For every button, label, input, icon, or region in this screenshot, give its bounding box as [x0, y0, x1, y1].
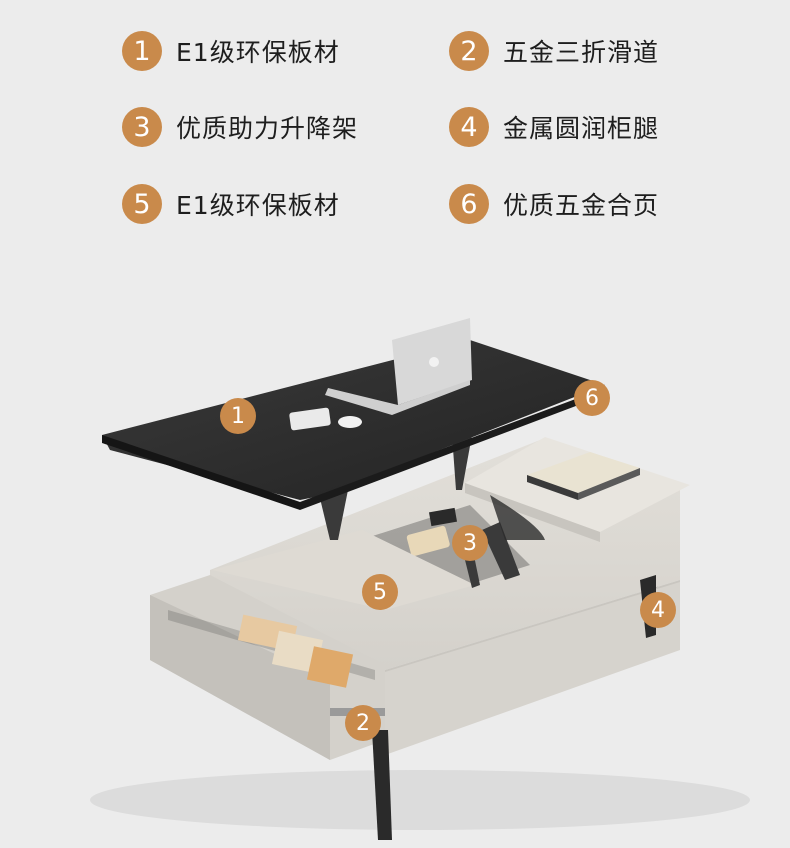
phone	[289, 407, 331, 431]
feature-item-5: 5 E1级环保板材	[122, 184, 340, 224]
product-illustration: 1 2 3 4 5 6	[0, 240, 790, 848]
feature-item-2: 2 五金三折滑道	[449, 31, 659, 71]
feature-label: 优质五金合页	[503, 191, 660, 220]
callout-2: 2	[345, 705, 381, 741]
drawer-item	[306, 646, 354, 688]
drawer-item	[271, 630, 324, 674]
feature-item-6: 6 优质五金合页	[449, 184, 659, 224]
callout-1: 1	[220, 398, 256, 434]
laptop-logo	[429, 357, 439, 367]
feature-number-badge: 4	[449, 107, 489, 147]
stored-item	[428, 507, 458, 527]
feature-item-3: 3 优质助力升降架	[122, 107, 358, 147]
callout-3: 3	[452, 525, 488, 561]
laptop-base	[325, 380, 470, 415]
feature-number-badge: 5	[122, 184, 162, 224]
feature-item-4: 4 金属圆润柜腿	[449, 107, 659, 147]
lid-hinge-shadow	[490, 495, 545, 540]
feature-number-badge: 6	[449, 184, 489, 224]
stored-item	[406, 525, 450, 557]
fixed-shelf-top	[212, 530, 475, 610]
lift-arm	[318, 490, 348, 540]
mouse	[338, 416, 362, 428]
callout-5: 5	[362, 574, 398, 610]
feature-label: 优质助力升降架	[176, 114, 359, 143]
floor-shadow	[90, 770, 750, 830]
feature-label: E1级环保板材	[176, 38, 340, 67]
book	[527, 452, 640, 493]
feature-number-badge: 3	[122, 107, 162, 147]
feature-item-1: 1 E1级环保板材	[122, 31, 340, 71]
lift-arm	[482, 522, 520, 580]
cabinet-front	[385, 582, 680, 755]
feature-number-badge: 1	[122, 31, 162, 71]
callout-4: 4	[640, 592, 676, 628]
callout-6: 6	[574, 380, 610, 416]
feature-legend: 1 E1级环保板材 2 五金三折滑道 3 优质助力升降架 4 金属圆润柜腿 5 …	[0, 0, 790, 240]
metal-leg-front	[372, 730, 392, 840]
coffee-table-drawing	[90, 318, 750, 840]
drawer-front	[150, 595, 330, 760]
feature-number-badge: 2	[449, 31, 489, 71]
feature-label: 金属圆润柜腿	[503, 114, 660, 143]
feature-label: E1级环保板材	[176, 191, 340, 220]
feature-label: 五金三折滑道	[503, 38, 660, 67]
